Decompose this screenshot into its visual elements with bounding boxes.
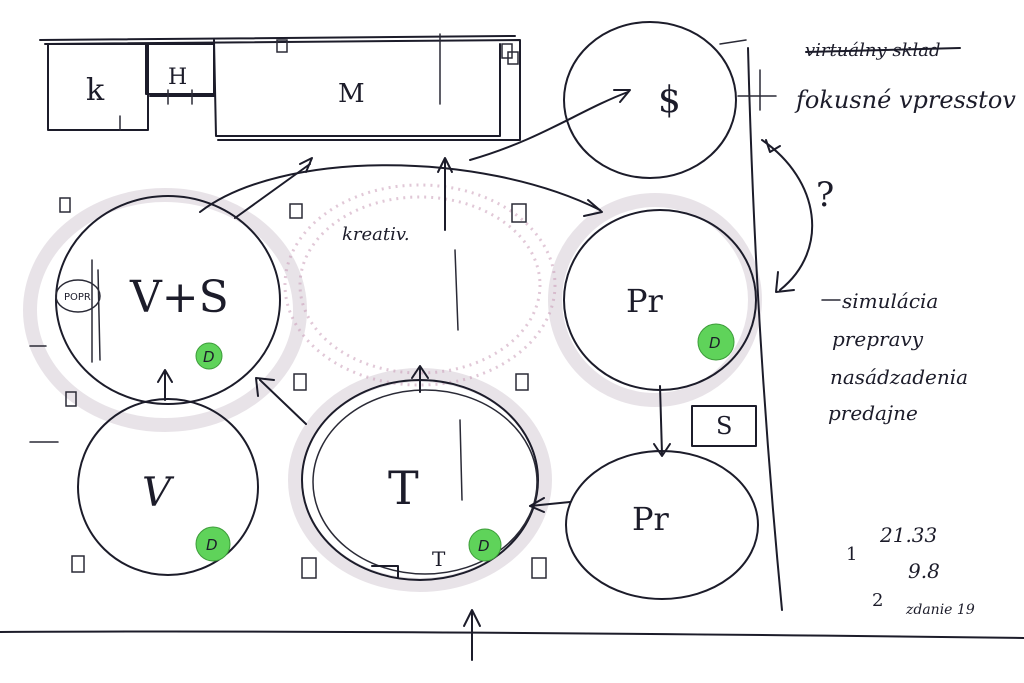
room-t-label: T (388, 461, 419, 515)
right-boundary (719, 39, 783, 611)
circle-vs: POPR V+S (55, 195, 281, 405)
handwritten-notes: virtuálny sklad fokusné vpresstov ? simu… (794, 40, 1016, 618)
flow-arrows (157, 89, 841, 661)
d-dot-pr-label: D (709, 334, 721, 352)
room-pr-lower-label: Pr (632, 500, 670, 538)
d-dot-pr (697, 323, 735, 361)
note-line-3: nasádzadenia (830, 365, 968, 389)
d-dot-vs-label: D (203, 348, 215, 366)
door-markers (59, 197, 547, 579)
circle-pr-upper: Pr (563, 209, 757, 391)
list-1-value: 21.33 (879, 523, 937, 547)
d-dot-v (195, 526, 231, 562)
note-focus: fokusné vpresstov (794, 86, 1016, 114)
room-m-label: M (338, 79, 365, 109)
circle-top-right: $ (563, 21, 737, 179)
list-2-value: 9.8 (908, 559, 940, 583)
note-question: ? (816, 175, 834, 215)
room-t-small-label: T (432, 547, 446, 571)
note-line-2: prepravy (832, 327, 924, 351)
room-top-right-label: $ (658, 80, 681, 121)
circle-v: V (77, 398, 259, 576)
d-dot-vs (195, 342, 223, 370)
note-line-1: simulácia (842, 289, 938, 313)
circle-kreativ: kreativ. (342, 224, 459, 331)
room-v-label: V (142, 470, 175, 516)
d-markers: D D D D (195, 323, 735, 562)
s-box-label: S (716, 412, 732, 440)
list-3-text: zdanie 19 (905, 602, 975, 618)
popr-label: POPR (64, 292, 91, 303)
room-k-label: k (86, 73, 105, 108)
d-dot-t (468, 528, 502, 562)
room-kreativ-label: kreativ. (342, 224, 410, 245)
list-1-number: 1 (846, 544, 857, 565)
room-pr-upper-label: Pr (626, 282, 664, 320)
ground-line (0, 345, 1024, 639)
note-line-4: predajne (828, 401, 918, 425)
list-2-number: 2 (872, 590, 883, 611)
room-h-label: H (168, 65, 187, 90)
room-vs-label: V+S (129, 272, 229, 323)
d-dot-v-label: D (206, 536, 218, 554)
top-building: k H M (39, 33, 521, 141)
d-dot-t-label: D (478, 537, 490, 555)
